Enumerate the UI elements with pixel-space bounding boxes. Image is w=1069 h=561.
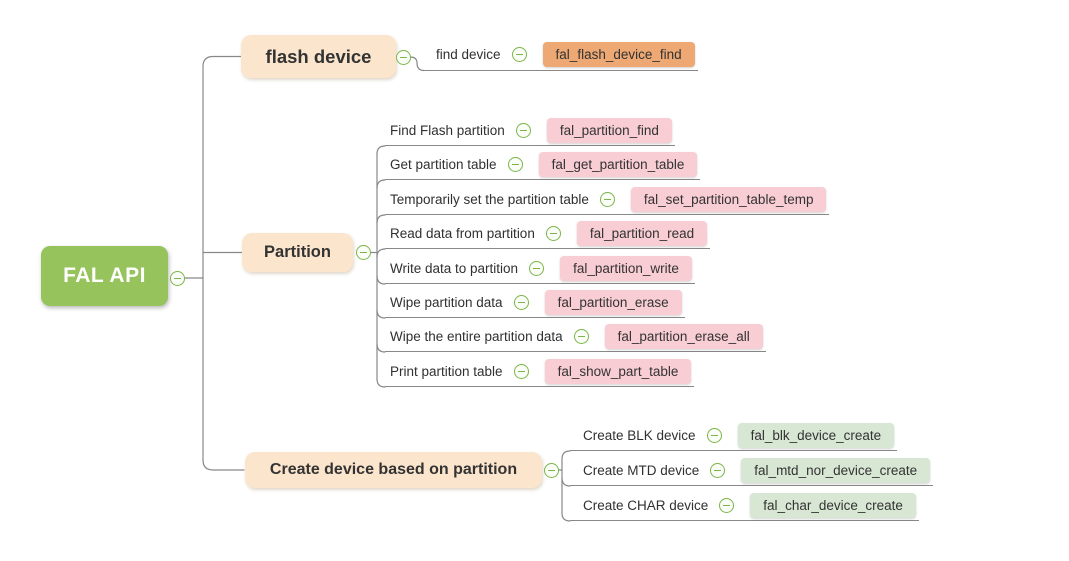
minus-glyph	[517, 370, 525, 372]
child-topic-row[interactable]: Wipe the entire partition data fal_partit…	[385, 321, 766, 352]
child-topic-row[interactable]: Read data from partition fal_partition_re…	[385, 218, 711, 249]
child-topic-label: Create BLK device	[583, 427, 696, 443]
child-topic-label: Print partition table	[390, 363, 503, 379]
child-topic-label: Wipe the entire partition data	[390, 328, 563, 344]
minus-glyph	[360, 252, 367, 253]
branch-topic-label: flash device	[265, 45, 372, 67]
collapse-icon[interactable]	[599, 191, 615, 207]
collapse-icon[interactable]	[513, 363, 529, 379]
minus-glyph	[519, 129, 527, 131]
root-topic-label: FAL API	[63, 264, 146, 287]
child-topic-label: Wipe partition data	[390, 294, 503, 310]
collapse-icon-root[interactable]	[170, 271, 185, 286]
child-topic-row[interactable]: Create CHAR device fal_char_device_create	[570, 490, 919, 521]
collapse-icon[interactable]	[706, 427, 722, 443]
child-topic-label: find device	[436, 47, 501, 62]
api-function-chip[interactable]: fal_partition_write	[560, 255, 692, 281]
collapse-icon-create-device[interactable]	[544, 463, 559, 478]
child-topic-label: Get partition table	[390, 156, 497, 172]
connector-flash-child	[409, 56, 425, 72]
child-topic-row[interactable]: Print partition table fal_show_part_table	[385, 356, 695, 387]
collapse-icon[interactable]	[529, 260, 545, 276]
child-topic-row[interactable]: Temporarily set the partition table fal_s…	[385, 184, 830, 215]
minus-glyph	[174, 278, 181, 279]
elbow	[376, 214, 386, 224]
elbow	[376, 248, 386, 258]
minus-glyph	[400, 57, 407, 58]
child-topic-label: Create CHAR device	[583, 497, 709, 513]
branch-topic-partition[interactable]: Partition	[242, 233, 353, 272]
child-topic-label: Find Flash partition	[390, 122, 505, 138]
collapse-icon[interactable]	[573, 328, 589, 344]
minus-glyph	[603, 198, 611, 200]
branch-topic-label: Partition	[264, 243, 331, 261]
api-function-chip[interactable]: fal_mtd_nor_device_create	[741, 457, 931, 483]
minus-glyph	[714, 469, 722, 471]
collapse-icon[interactable]	[513, 294, 529, 310]
api-function-chip[interactable]: fal_char_device_create	[750, 492, 916, 518]
minus-glyph	[577, 335, 585, 337]
branch-topic-label: Create device based on partition	[269, 461, 518, 478]
api-function-chip[interactable]: fal_partition_find	[546, 117, 672, 143]
minus-glyph	[515, 54, 523, 55]
elbow	[561, 477, 571, 487]
collapse-icon[interactable]	[545, 225, 561, 241]
api-function-chip[interactable]: fal_get_partition_table	[538, 151, 698, 177]
collapse-icon[interactable]	[511, 47, 527, 62]
child-topic-row[interactable]: Find Flash partition fal_partition_find	[385, 115, 675, 146]
child-topic-row[interactable]: Create MTD device fal_mtd_nor_device_crea…	[570, 455, 934, 486]
child-topic-row[interactable]: Wipe partition data fal_partition_erase	[385, 287, 685, 318]
branch-topic-flash-device[interactable]: flash device	[241, 35, 396, 78]
child-topic-label: Create MTD device	[583, 462, 700, 478]
collapse-icon-partition[interactable]	[356, 245, 371, 260]
api-function-chip[interactable]: fal_set_partition_table_temp	[630, 186, 827, 212]
child-topic-label: Temporarily set the partition table	[390, 191, 589, 207]
elbow	[376, 179, 386, 189]
child-topic-label: Read data from partition	[390, 225, 535, 241]
api-function-chip[interactable]: fal_flash_device_find	[542, 42, 695, 67]
elbow	[376, 145, 386, 155]
child-topic-label: Write data to partition	[390, 260, 519, 276]
elbow	[561, 512, 571, 522]
collapse-icon[interactable]	[719, 497, 735, 513]
elbow	[376, 275, 386, 285]
minus-glyph	[533, 267, 541, 269]
minus-glyph	[548, 470, 555, 471]
collapse-icon[interactable]	[710, 462, 726, 478]
api-function-chip[interactable]: fal_partition_erase_all	[604, 323, 763, 349]
minus-glyph	[549, 232, 557, 234]
collapse-icon[interactable]	[507, 156, 523, 172]
minus-glyph	[517, 301, 525, 303]
minus-glyph	[723, 504, 731, 506]
child-topic-row[interactable]: find device fal_flash_device_find	[424, 40, 698, 71]
api-function-chip[interactable]: fal_partition_read	[576, 220, 708, 246]
child-topic-row[interactable]: Write data to partition fal_partition_wri…	[385, 253, 695, 284]
elbow	[376, 343, 386, 353]
root-topic-fal-api[interactable]: FAL API	[41, 246, 168, 306]
api-function-chip[interactable]: fal_blk_device_create	[737, 422, 895, 448]
connector-main-trunk	[202, 55, 245, 471]
child-topic-row[interactable]: Create BLK device fal_blk_device_create	[570, 420, 898, 451]
minus-glyph	[511, 163, 519, 165]
api-function-chip[interactable]: fal_partition_erase	[544, 289, 682, 315]
collapse-icon-flash-device[interactable]	[396, 50, 411, 65]
collapse-icon[interactable]	[515, 122, 531, 138]
elbow	[376, 378, 386, 388]
minus-glyph	[710, 434, 718, 436]
child-topic-row[interactable]: Get partition table fal_get_partition_tab…	[385, 149, 701, 180]
elbow	[376, 309, 386, 319]
branch-topic-create-device[interactable]: Create device based on partition	[245, 452, 542, 488]
api-function-chip[interactable]: fal_show_part_table	[544, 358, 692, 384]
elbow	[561, 450, 571, 460]
